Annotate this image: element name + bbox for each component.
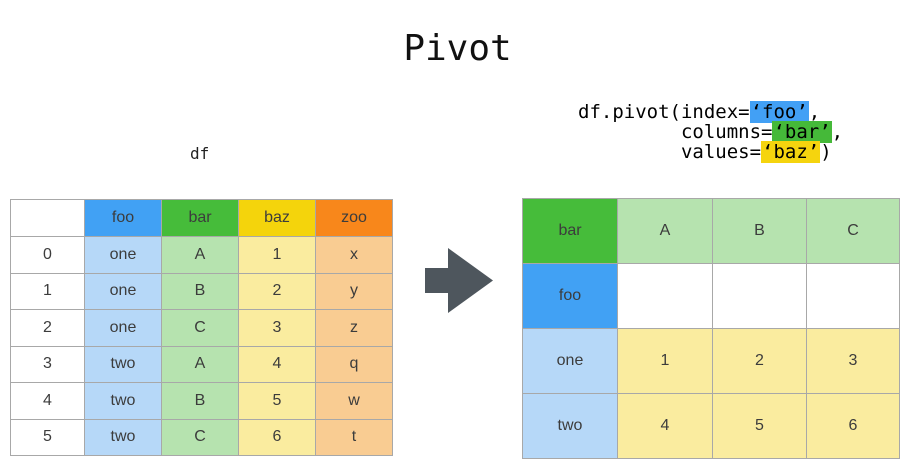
- cell-baz: 6: [238, 418, 316, 456]
- highlight-baz-arg: ‘baz’: [761, 141, 821, 163]
- cell-foo: one: [84, 236, 162, 274]
- cell-foo: one: [84, 272, 162, 310]
- cell-bar: B: [161, 272, 239, 310]
- cell-baz: 5: [238, 382, 316, 420]
- row-index: 5: [10, 418, 85, 456]
- highlight-foo-arg: ‘foo’: [749, 101, 809, 123]
- source-header-row: foo bar baz zoo: [10, 199, 393, 237]
- pivot-row-one: one 1 2 3: [522, 328, 900, 394]
- pivot-value-cell: 5: [712, 393, 807, 459]
- pivot-value-cell: 3: [806, 328, 900, 394]
- cell-zoo: z: [315, 309, 393, 347]
- cell-baz: 2: [238, 272, 316, 310]
- code-line-columns: columns=‘bar’,: [578, 121, 844, 143]
- source-row-1: 1 one B 2 y: [10, 272, 393, 310]
- code-line-index: df.pivot(index=‘foo’,: [578, 101, 843, 123]
- pivot-value-cell: 1: [617, 328, 713, 394]
- cell-foo: one: [84, 309, 162, 347]
- row-index: 3: [10, 345, 85, 383]
- pivot-col-header-c: C: [806, 198, 900, 264]
- highlight-bar-arg: ‘bar’: [772, 121, 832, 143]
- pivot-corner-foo-label: foo: [522, 263, 618, 329]
- source-row-0: 0 one A 1 x: [10, 236, 393, 274]
- cell-bar: B: [161, 382, 239, 420]
- cell-baz: 1: [238, 236, 316, 274]
- code-text: df.pivot(index=: [578, 101, 750, 123]
- pivot-columns-header-row: bar A B C: [522, 198, 900, 264]
- pivot-value-cell: 4: [617, 393, 713, 459]
- cell-zoo: t: [315, 418, 393, 456]
- pivot-code-snippet: df.pivot(index=‘foo’, columns=‘bar’, val…: [578, 101, 844, 163]
- cell-zoo: q: [315, 345, 393, 383]
- code-text: ,: [831, 121, 844, 143]
- pivot-row-label-one: one: [522, 328, 618, 394]
- cell-zoo: w: [315, 382, 393, 420]
- pivot-value-cell: 6: [806, 393, 900, 459]
- cell-baz: 3: [238, 309, 316, 347]
- empty-cell: [806, 263, 900, 329]
- cell-zoo: x: [315, 236, 393, 274]
- source-row-3: 3 two A 4 q: [10, 345, 393, 383]
- code-text: ): [820, 141, 832, 163]
- cell-bar: C: [161, 418, 239, 456]
- pivot-value-cell: 2: [712, 328, 807, 394]
- pivot-row-label-two: two: [522, 393, 618, 459]
- source-corner-cell: [10, 199, 85, 237]
- source-row-2: 2 one C 3 z: [10, 309, 393, 347]
- cell-foo: two: [84, 418, 162, 456]
- cell-bar: A: [161, 236, 239, 274]
- row-index: 1: [10, 272, 85, 310]
- col-header-baz: baz: [238, 199, 316, 237]
- source-table-label: df: [190, 144, 210, 163]
- code-text: values=: [578, 141, 762, 163]
- code-text: ,: [808, 101, 821, 123]
- cell-foo: two: [84, 382, 162, 420]
- transform-arrow-icon: [425, 248, 493, 313]
- pivot-col-header-b: B: [712, 198, 807, 264]
- cell-zoo: y: [315, 272, 393, 310]
- col-header-zoo: zoo: [315, 199, 393, 237]
- row-index: 4: [10, 382, 85, 420]
- cell-bar: C: [161, 309, 239, 347]
- empty-cell: [617, 263, 713, 329]
- source-row-4: 4 two B 5 w: [10, 382, 393, 420]
- source-dataframe-table: foo bar baz zoo 0 one A 1 x 1 one B 2 y …: [10, 199, 393, 456]
- cell-foo: two: [84, 345, 162, 383]
- pivot-corner-bar-label: bar: [522, 198, 618, 264]
- col-header-foo: foo: [84, 199, 162, 237]
- pivot-row-two: two 4 5 6: [522, 393, 900, 459]
- cell-baz: 4: [238, 345, 316, 383]
- source-row-5: 5 two C 6 t: [10, 418, 393, 456]
- code-text: columns=: [578, 121, 773, 143]
- page-title: Pivot: [403, 28, 512, 69]
- cell-bar: A: [161, 345, 239, 383]
- pivot-index-header-row: foo: [522, 263, 900, 329]
- code-line-values: values=‘baz’): [578, 141, 843, 163]
- row-index: 0: [10, 236, 85, 274]
- row-index: 2: [10, 309, 85, 347]
- col-header-bar: bar: [161, 199, 239, 237]
- pivoted-result-table: bar A B C foo one 1 2 3 two 4 5 6: [522, 198, 900, 459]
- pivot-col-header-a: A: [617, 198, 713, 264]
- empty-cell: [712, 263, 807, 329]
